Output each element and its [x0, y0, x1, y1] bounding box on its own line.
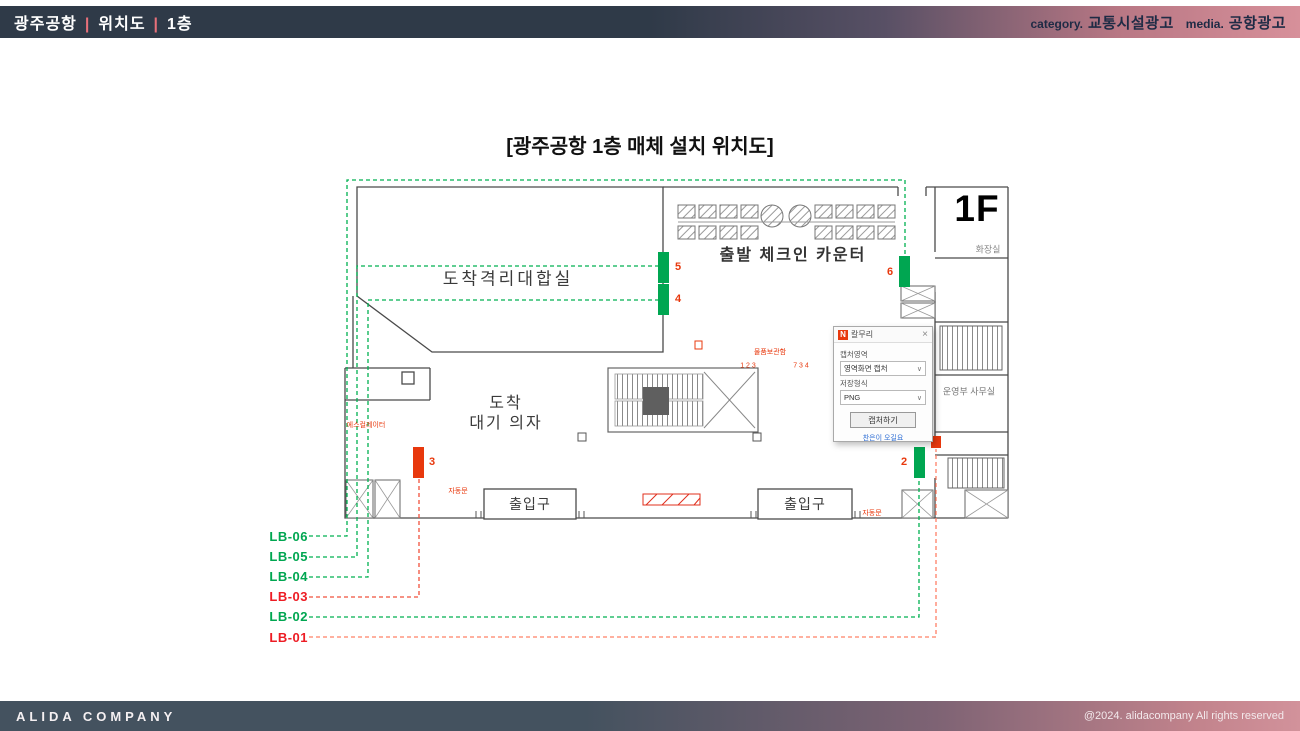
chevron-down-icon: ∨	[916, 394, 922, 402]
marker-3	[413, 447, 424, 478]
checkin-counter-label: 출발 체크인 카운터	[719, 247, 867, 264]
marker-number-5: 5	[674, 261, 682, 273]
legend-lb05: LB-05	[269, 548, 308, 564]
legend-lb04: LB-04	[269, 568, 308, 584]
capture-area-value: 영역화면 캡처	[844, 364, 888, 373]
slide-breadcrumb: 광주공항 | 위치도 | 1층	[14, 10, 193, 34]
copyright-text: @2024. alidacompany All rights reserved	[1083, 710, 1284, 722]
save-format-select[interactable]: PNG ∨	[840, 390, 926, 405]
marker-number-6: 6	[886, 266, 894, 278]
capture-button[interactable]: 캡처하기	[850, 412, 916, 428]
operations-office-label: 운영부 사무실	[942, 386, 996, 397]
floor-1f-label: 1F	[954, 188, 1000, 229]
chevron-down-icon: ∨	[916, 365, 922, 373]
marker-number-2: 2	[900, 456, 908, 468]
dialog-title: 칼무리	[851, 330, 874, 339]
escalator-block	[577, 340, 762, 442]
lockers-label: 물품보관함	[753, 349, 787, 356]
marker-number-3: 3	[428, 456, 436, 468]
waiting-chairs-line1: 도착	[489, 395, 523, 412]
breadcrumb-airport: 광주공항	[14, 16, 77, 33]
breadcrumb-separator: |	[153, 16, 160, 33]
marker-number-4: 4	[674, 293, 682, 305]
dialog-titlebar: N 칼무리 ×	[834, 327, 932, 343]
marker-6	[899, 256, 910, 287]
capture-dialog: N 칼무리 × 캡처영역 영역화면 캡처 ∨ 저장형식 PNG ∨ 캡처하기 찬…	[833, 326, 933, 442]
leader-lb06	[309, 179, 906, 537]
category-value: 교통시설광고	[1087, 14, 1174, 32]
marker-4	[658, 284, 669, 315]
waiting-chairs-label: 도착 대기 의자	[469, 394, 542, 434]
entrance-left-label: 출입구	[509, 496, 551, 512]
media-label: media.	[1185, 16, 1224, 31]
media-value: 공항광고	[1228, 14, 1286, 32]
marker-5	[658, 252, 669, 283]
waiting-chairs-line2: 대기 의자	[469, 415, 543, 432]
legend-lb02: LB-02	[269, 609, 308, 625]
breadcrumb-floor: 1층	[167, 16, 193, 33]
marker-2	[914, 447, 925, 478]
locker-numbers-right: 7 3 4	[793, 362, 809, 370]
dialog-body: 캡처영역 영역화면 캡처 ∨ 저장형식 PNG ∨ 캡처하기 찬은이 오길요	[834, 343, 932, 447]
dialog-footer-link[interactable]: 찬은이 오길요	[862, 435, 904, 442]
checkin-counter-desks	[677, 204, 896, 240]
auto-door-left-label: 자동문	[448, 488, 468, 495]
capture-app-icon: N	[838, 329, 848, 340]
locker-numbers-left: 1 2 3	[740, 362, 756, 370]
breadcrumb-separator: |	[84, 16, 91, 33]
company-name: ALIDA COMPANY	[16, 708, 177, 724]
capture-area-select[interactable]: 영역화면 캡처 ∨	[840, 361, 926, 376]
footer-bar: ALIDA COMPANY @2024. alidacompany All ri…	[0, 701, 1300, 731]
leader-lb01	[309, 449, 937, 638]
location-legend: LB-06 LB-05 LB-04 LB-03 LB-02 LB-01	[238, 526, 308, 647]
entrance-right-label: 출입구	[784, 496, 826, 512]
close-icon[interactable]: ×	[922, 328, 928, 340]
legend-lb01: LB-01	[269, 629, 308, 645]
small-red-mark	[694, 340, 703, 350]
restroom-label: 화장실	[975, 244, 1001, 255]
page-title: [광주공항 1층 매체 설치 위치도]	[506, 136, 774, 158]
header-category-info: category. 교통시설광고 media. 공항광고	[1031, 12, 1287, 33]
save-format-label: 저장형식	[840, 379, 868, 388]
capture-area-label: 캡처영역	[840, 350, 868, 359]
breadcrumb-maptype: 위치도	[98, 16, 146, 33]
leader-lb04	[309, 299, 659, 578]
leader-lb03	[309, 478, 420, 598]
legend-lb03: LB-03	[269, 589, 308, 605]
leader-lb02	[309, 479, 920, 618]
escalator-label: 에스컬레이터	[346, 422, 386, 429]
save-format-value: PNG	[844, 393, 861, 402]
legend-lb06: LB-06	[269, 528, 308, 544]
red-barrier	[642, 493, 701, 506]
category-label: category.	[1030, 16, 1083, 31]
header-bar: 광주공항 | 위치도 | 1층 category. 교통시설광고 media. 공항광고	[0, 6, 1300, 38]
quarantine-hall-label: 도착격리대합실	[442, 269, 574, 289]
auto-door-right-label: 자동문	[862, 510, 882, 517]
